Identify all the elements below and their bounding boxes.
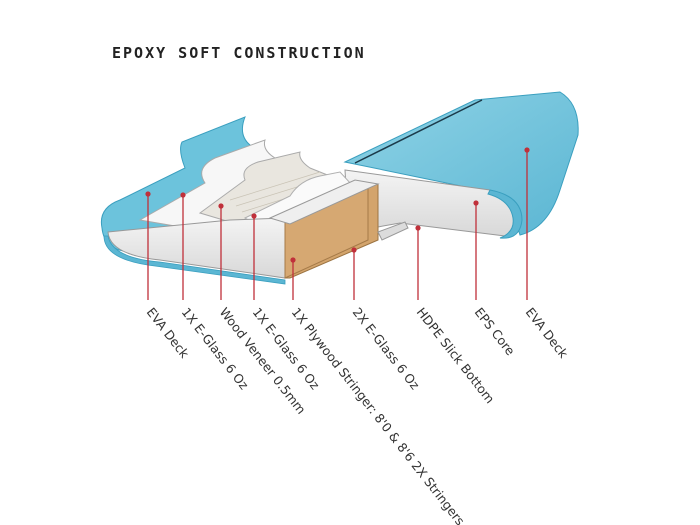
stringer-top-glass <box>268 179 380 225</box>
deck-seam <box>354 99 483 164</box>
diagram-title: EPOXY SOFT CONSTRUCTION <box>112 44 366 62</box>
eva-rail-wrap <box>487 189 523 239</box>
leader-dots <box>145 147 530 263</box>
leader-lines <box>147 152 528 300</box>
label-eglass-bottom: 2X E-Glass 6 Oz <box>350 305 423 393</box>
eva-bottom-rail <box>103 235 286 285</box>
wood-veneer-shape <box>198 151 347 226</box>
label-eva-deck-right: EVA Deck <box>523 305 572 362</box>
eglass-bottom-shape <box>377 221 409 241</box>
layer-labels: EVA Deck 1X E-Glass 6 Oz Wood Veneer 0.5… <box>144 305 572 525</box>
label-eps-core: EPS Core <box>472 305 519 359</box>
